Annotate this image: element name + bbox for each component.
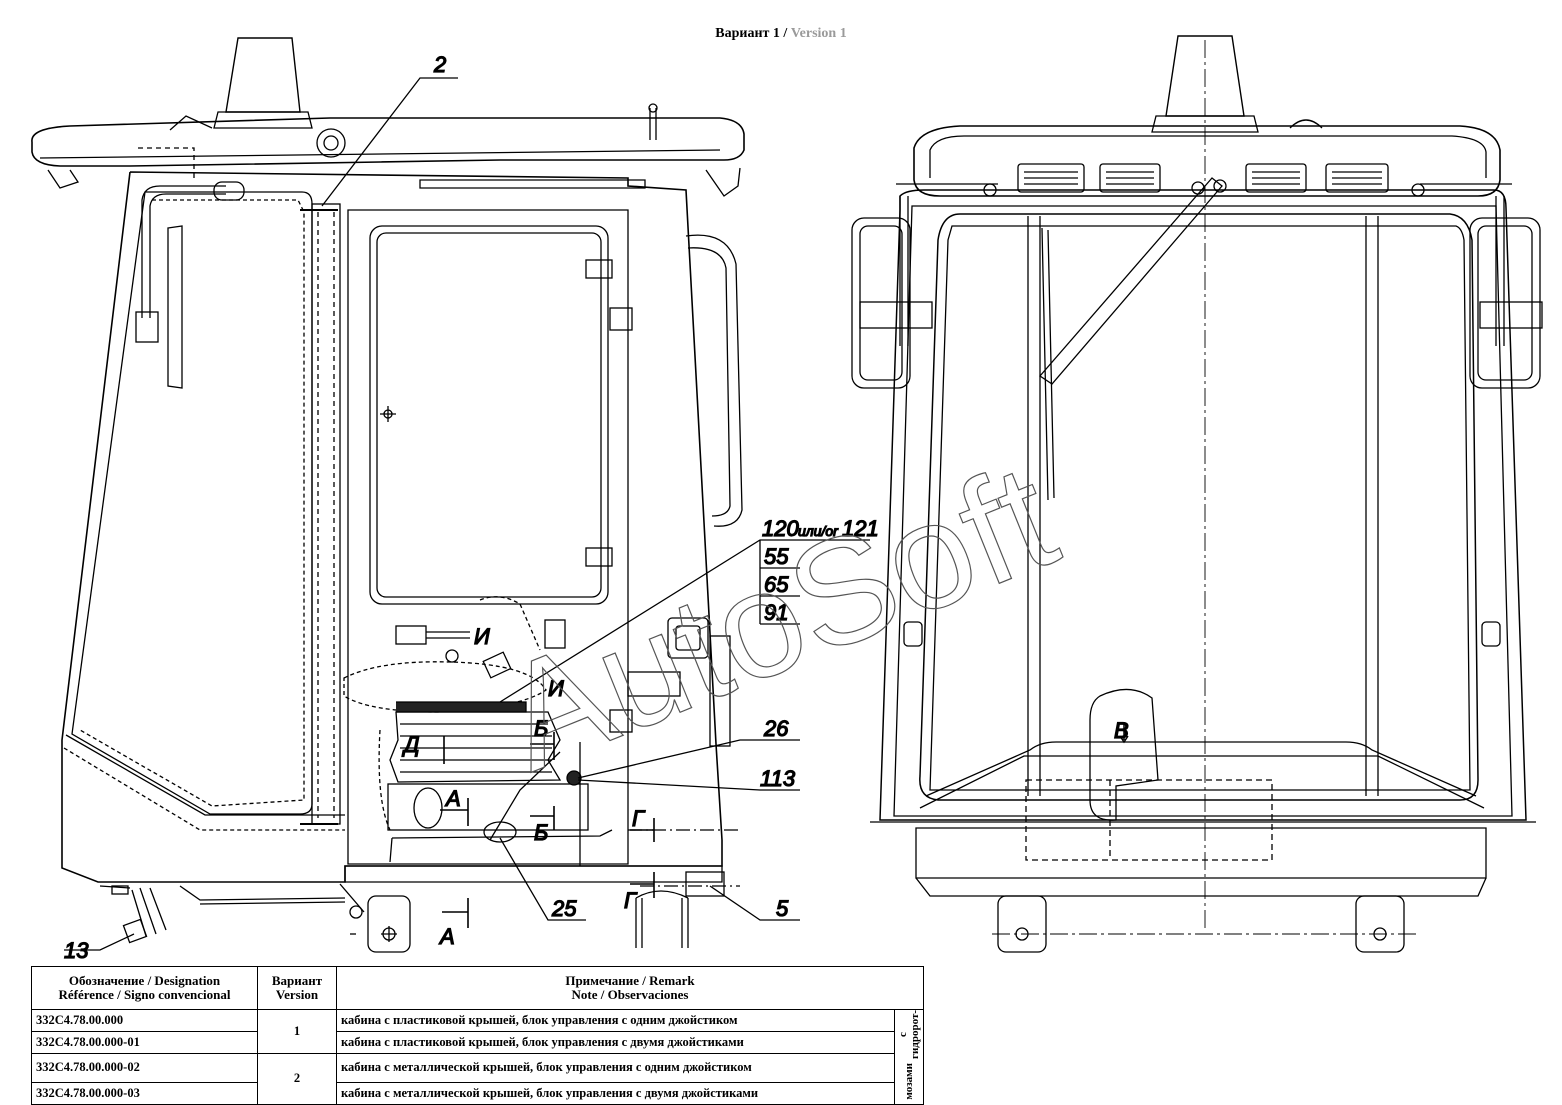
hinge-lower <box>585 547 613 567</box>
callout-25: 25 <box>551 896 577 921</box>
mirror-left <box>851 217 911 389</box>
callout-2: 2 <box>433 52 446 77</box>
section-mark-d: Д <box>401 732 420 757</box>
row-designation: 332С4.78.00.000-02 <box>31 1053 258 1083</box>
roof-light-3 <box>1245 163 1307 193</box>
row-designation: 332С4.78.00.000-01 <box>31 1031 258 1054</box>
roof-light-1 <box>1017 163 1085 193</box>
latch-upper <box>609 307 633 331</box>
door-handle <box>685 234 743 527</box>
cab-drawing: 2 120 или/or 121 55 65 91 26 113 25 5 13… <box>31 35 1543 960</box>
b-pillar <box>311 203 341 825</box>
roof-front <box>913 125 1501 197</box>
base-front <box>915 827 1487 879</box>
table-row: 332С4.78.00.000-03 кабина с металлическо… <box>31 1081 924 1105</box>
section-mark-i-lower: И <box>548 676 564 701</box>
section-mark-g-upper: Г <box>632 806 646 831</box>
callout-26: 26 <box>763 716 789 741</box>
spec-table: Обозначение / Designation Référence / Si… <box>31 966 924 1105</box>
handle-right <box>1481 621 1501 647</box>
hinge-upper <box>585 259 613 279</box>
row-version: 2 <box>257 1053 337 1105</box>
side-note-l2: мозами <box>903 1063 915 1100</box>
beacon-base-side <box>213 111 313 129</box>
row-designation: 332С4.78.00.000-03 <box>31 1081 258 1105</box>
callout-or: или/or <box>798 523 839 539</box>
callout-91: 91 <box>764 600 788 625</box>
roof-rail <box>419 179 646 189</box>
seat-bellows <box>389 711 562 783</box>
lifting-eye <box>316 128 346 158</box>
table-row: 332С4.78.00.000-02 2 кабина с металличес… <box>31 1053 924 1105</box>
seat-outline <box>343 661 547 713</box>
antenna-stub <box>649 108 657 140</box>
mount-right <box>1355 895 1405 953</box>
section-mark-a-bottom: А <box>438 924 455 949</box>
mount-left <box>997 895 1047 953</box>
row-remark: кабина с металлической крышей, блок упра… <box>336 1053 895 1083</box>
latch-lower <box>609 709 633 733</box>
door-window <box>369 225 609 605</box>
cab-frame-front <box>879 189 1527 821</box>
windshield <box>919 213 1479 801</box>
armrest-bracket <box>395 625 427 645</box>
table-row: 332С4.78.00.000-01 кабина с пластиковой … <box>31 1031 924 1054</box>
base-frame <box>344 865 723 883</box>
wiper-arm <box>1039 177 1223 385</box>
dashboard <box>925 741 1477 797</box>
header-designation: Обозначение / Designation Référence / Si… <box>31 966 258 1010</box>
mirror-right <box>1469 217 1541 389</box>
side-note: с гидророт-мозами <box>894 1009 924 1105</box>
callout-5: 5 <box>776 896 789 921</box>
side-view <box>31 37 870 953</box>
callout-13: 13 <box>64 938 89 960</box>
section-mark-b-upper: Б <box>534 716 548 741</box>
callout-113: 113 <box>760 766 796 791</box>
cab-body-outline <box>61 171 723 883</box>
row-remark: кабина с пластиковой крышей, блок управл… <box>336 1031 895 1054</box>
beacon-side <box>225 37 301 113</box>
front-view <box>851 35 1543 953</box>
spec-table-header: Обозначение / Designation Référence / Si… <box>31 966 924 1010</box>
row-remark: кабина с пластиковой крышей, блок управл… <box>336 1009 895 1032</box>
rating-plate <box>627 671 681 697</box>
callout-65: 65 <box>764 572 789 597</box>
section-mark-b-lower: Б <box>534 820 548 845</box>
front-window <box>71 191 313 815</box>
section-v-outline <box>1089 688 1159 821</box>
side-note-l1: с гидророт- <box>897 1009 921 1060</box>
row-remark: кабина с металлической крышей, блок упра… <box>336 1081 895 1105</box>
callout-120: 120 <box>762 516 799 541</box>
row-version: 1 <box>257 1009 337 1054</box>
roof-side <box>31 117 745 167</box>
section-mark-v: В <box>1114 718 1129 743</box>
variant-title: Вариант 1 / Version 1 <box>0 26 1562 42</box>
floor-box <box>387 783 589 831</box>
control-knob <box>482 651 512 679</box>
section-mark-a-floor: А <box>444 786 461 811</box>
callout-121: 121 <box>842 516 879 541</box>
roof-light-4 <box>1325 163 1389 193</box>
section-mark-g-lower: Г <box>624 888 638 913</box>
mount-bracket <box>367 895 411 953</box>
handle-left <box>903 621 923 647</box>
rear-latch <box>667 617 709 659</box>
door-frame <box>347 209 629 865</box>
pedal-linkage <box>179 885 346 905</box>
header-remark: Примечание / Remark Note / Observaciones <box>336 966 924 1010</box>
variant-title-ru: Вариант 1 / <box>715 26 788 41</box>
header-version: Вариант Version <box>257 966 337 1010</box>
mirror-arm <box>141 185 226 318</box>
mirror-glass <box>167 225 183 389</box>
callout-55: 55 <box>764 544 789 569</box>
row-designation: 332С4.78.00.000 <box>31 1009 258 1032</box>
watermark: AutoSoft <box>480 431 1076 802</box>
table-row: 332С4.78.00.000 1 кабина с пластиковой к… <box>31 1009 924 1105</box>
bolt-113 <box>566 770 582 786</box>
section-mark-i-upper: И <box>474 624 490 649</box>
wiper-blade <box>1041 227 1055 501</box>
roof-light-2 <box>1099 163 1161 193</box>
variant-title-en: Version 1 <box>790 26 847 41</box>
